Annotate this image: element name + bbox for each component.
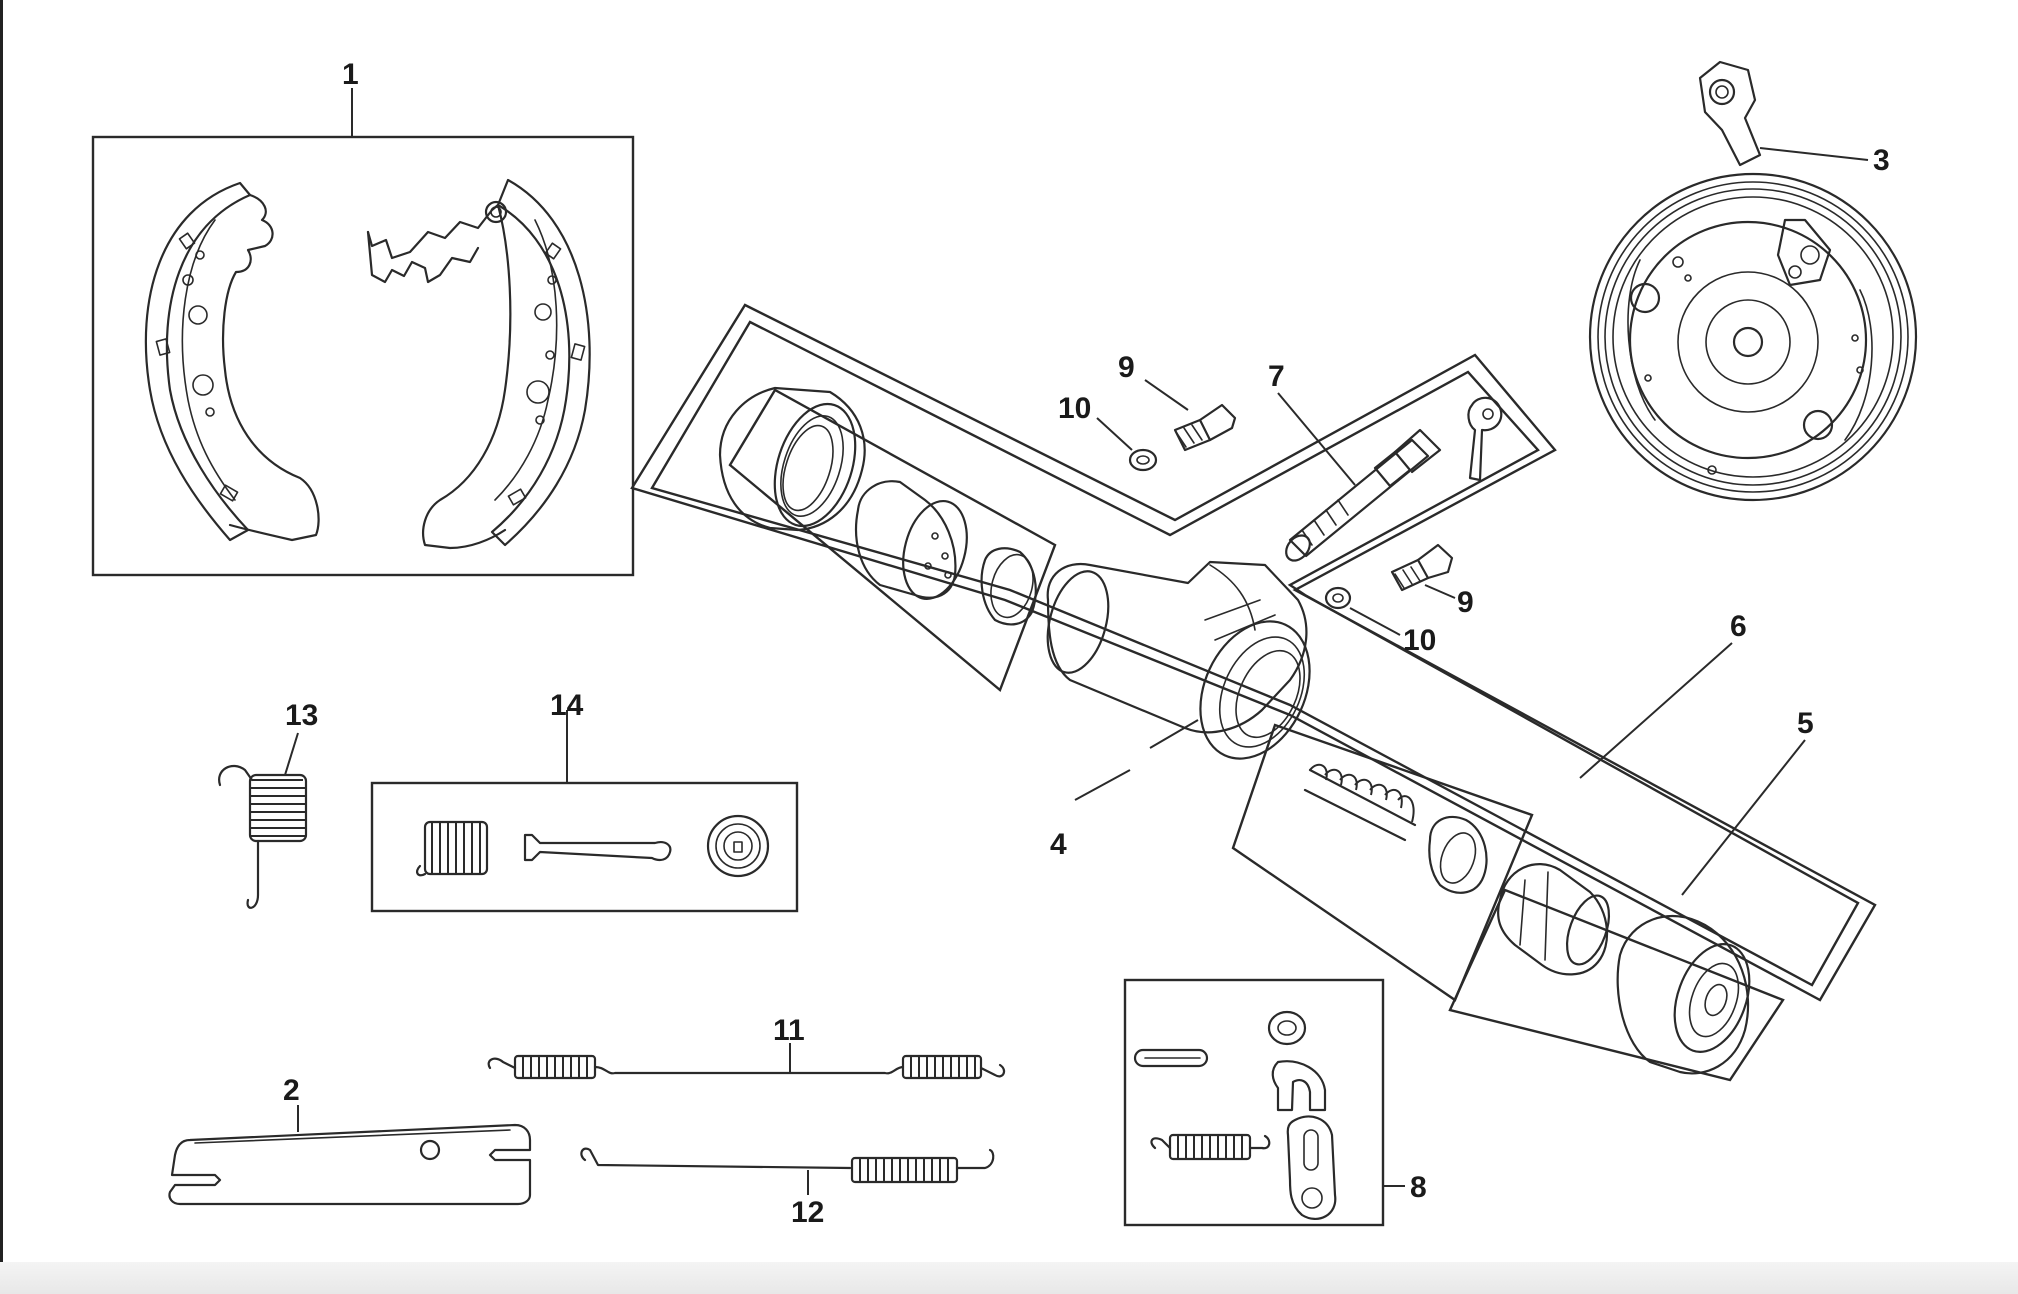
part-4-leader-a <box>1149 719 1199 749</box>
part-7-bleeder-screw: 7 <box>1268 360 1503 562</box>
callout-11: 11 <box>773 1014 805 1047</box>
adjuster-pin <box>1133 1048 1209 1068</box>
part-13-leader <box>284 732 299 776</box>
wheel-cylinder-kit-frame: 4 6 <box>630 303 1877 1002</box>
left-brake-shoe <box>144 181 320 542</box>
wheel-cylinder-body <box>1046 560 1311 760</box>
part-5-leader <box>1681 739 1806 896</box>
hold-down-cup <box>706 814 770 878</box>
callout-2: 2 <box>283 1074 300 1107</box>
part-9-upper-leader <box>1144 379 1189 411</box>
part-11-upper-return-spring: 11 <box>487 1014 1006 1080</box>
adjuster-spring <box>1150 1133 1271 1161</box>
hold-down-pin <box>523 833 672 862</box>
right-brake-shoe <box>366 178 591 550</box>
callout-10-lower: 10 <box>1403 624 1436 657</box>
part-14-frame <box>370 781 799 913</box>
part-9-10-lower: 9 10 <box>1324 543 1474 657</box>
part-4-leader <box>1074 769 1131 801</box>
adjuster-washer <box>1267 1010 1307 1046</box>
callout-9-lower: 9 <box>1457 586 1474 619</box>
part-14-hold-down-kit: 14 <box>370 689 799 913</box>
part-3-backing-plate: 3 <box>1588 60 1918 502</box>
part-6-leader <box>1579 642 1733 779</box>
hold-down-spring <box>416 820 489 877</box>
right-seal-kit: 5 <box>1231 707 1814 1082</box>
part-1-frame <box>91 135 635 577</box>
callout-4: 4 <box>1050 828 1067 861</box>
left-seal-kit <box>718 386 1057 692</box>
callout-12: 12 <box>791 1196 824 1229</box>
cylinder-spring <box>1303 763 1417 842</box>
part-12-lower-return-spring: 12 <box>580 1147 995 1229</box>
part-1-brake-shoe-set: 1 <box>91 58 635 577</box>
window-edge <box>0 0 3 1294</box>
adjuster-link <box>1286 1115 1337 1221</box>
callout-5: 5 <box>1797 707 1814 740</box>
part-7-leader <box>1277 392 1356 486</box>
callout-1: 1 <box>342 58 359 91</box>
callout-14: 14 <box>550 689 584 722</box>
callout-10-upper: 10 <box>1058 392 1091 425</box>
part-9-10-upper: 9 10 <box>1058 351 1237 472</box>
callout-7: 7 <box>1268 360 1285 393</box>
callout-13: 13 <box>285 699 318 732</box>
part-10-lower-leader <box>1349 607 1401 636</box>
callout-9-upper: 9 <box>1118 351 1135 384</box>
part-2-parking-strut: 2 <box>168 1074 532 1206</box>
callout-6: 6 <box>1730 610 1747 643</box>
adjuster-clip <box>1271 1060 1327 1112</box>
part-9-lower-leader <box>1424 584 1456 599</box>
part-3-leader <box>1759 147 1869 161</box>
part-8-adjuster-kit: 8 <box>1123 978 1427 1227</box>
part-13-return-spring: 13 <box>218 699 318 909</box>
callout-3: 3 <box>1873 144 1890 177</box>
part-10-upper-leader <box>1096 417 1133 451</box>
callout-8: 8 <box>1410 1171 1427 1204</box>
part-8-frame <box>1123 978 1385 1227</box>
viewer-bottom-bar <box>0 1262 2018 1294</box>
